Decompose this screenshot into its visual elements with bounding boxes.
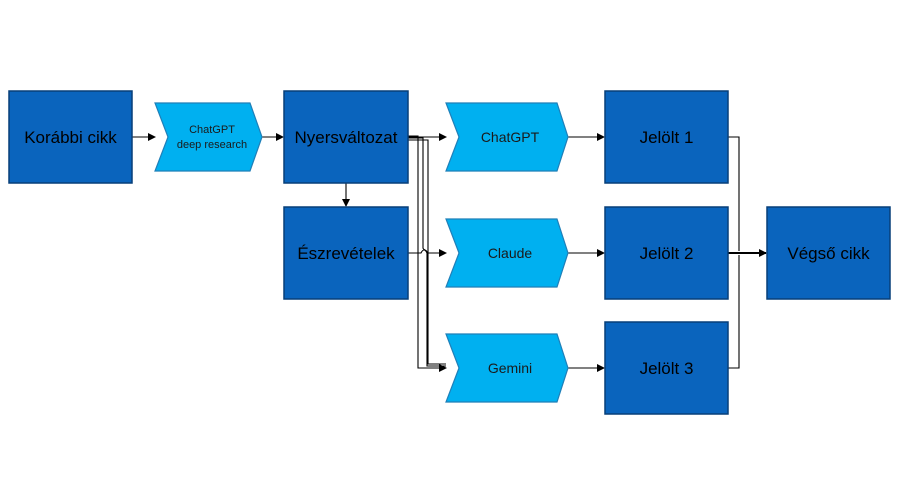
node-chatgpt-deep-research: ChatGPT deep research: [154, 102, 263, 172]
connector-eszrevetelek-to-claude: [408, 249, 447, 257]
node-claude: Claude: [445, 218, 569, 288]
node-eszrevetelek: Észrevételek: [283, 206, 409, 300]
node-gemini-label: Gemini: [488, 360, 532, 376]
connector-jelolt-1-to-merge: [728, 136, 740, 251]
node-vegso-cikk: Végső cikk: [766, 206, 891, 300]
node-jelolt-2-label: Jelölt 2: [640, 244, 694, 263]
node-jelolt-3-label: Jelölt 3: [640, 359, 694, 378]
connector-jelolt-3-to-merge: [728, 255, 740, 369]
node-chatgpt-deep-research-label-2: deep research: [177, 139, 247, 151]
node-chatgpt: ChatGPT: [445, 102, 569, 172]
node-jelolt-3: Jelölt 3: [604, 321, 729, 415]
connector-nyersvaltozat-bus-1: [408, 135, 447, 372]
node-chatgpt-label: ChatGPT: [481, 129, 540, 145]
node-gemini: Gemini: [445, 333, 569, 403]
connector-nyersvaltozat-bus-3: [408, 139, 446, 365]
node-korabbi-cikk: Korábbi cikk: [8, 90, 133, 184]
node-jelolt-2: Jelölt 2: [604, 206, 729, 300]
node-jelolt-1: Jelölt 1: [604, 90, 729, 184]
connectors: [132, 133, 767, 372]
node-jelolt-1-label: Jelölt 1: [640, 128, 694, 147]
node-nyersvaltozat-label: Nyersváltozat: [295, 128, 398, 147]
node-claude-label: Claude: [488, 245, 533, 261]
node-vegso-cikk-label: Végső cikk: [787, 244, 870, 263]
node-nyersvaltozat: Nyersváltozat: [283, 90, 409, 184]
node-korabbi-cikk-label: Korábbi cikk: [24, 128, 117, 147]
node-eszrevetelek-label: Észrevételek: [297, 244, 395, 263]
node-chatgpt-deep-research-label-1: ChatGPT: [189, 124, 235, 136]
